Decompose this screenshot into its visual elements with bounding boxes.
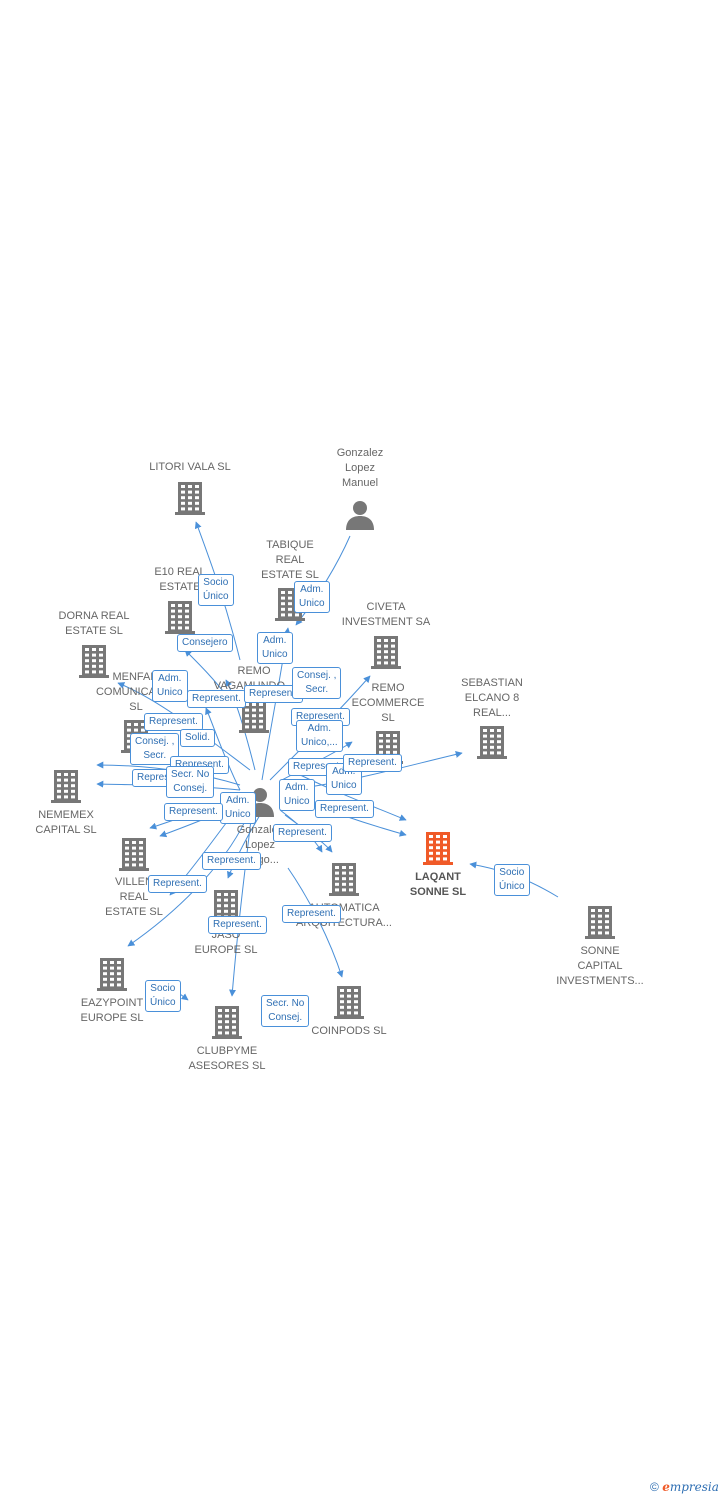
relation-badge[interactable]: Represent. [315,800,374,818]
node-label: VILLEN REAL ESTATE SL [105,876,163,918]
relation-badge[interactable]: Adm. Unico [279,779,315,811]
relation-badge[interactable]: Represent. [282,905,341,923]
relation-badge[interactable]: Socio Único [198,574,234,606]
node-label: SEBASTIAN ELCANO 8 REAL... [461,677,523,719]
relation-badge[interactable]: Socio Único [145,980,181,1012]
building-icon [423,832,453,865]
node-label: EAZYPOINT EUROPE SL [80,997,144,1024]
node-label: Gonzalez Lopez Manuel [336,447,384,489]
relation-badge[interactable]: Adm. Unico [152,670,188,702]
logo-text: mpresia [669,1480,719,1494]
relation-badge[interactable]: Represent. [148,875,207,893]
building-icon [51,770,81,803]
building-icon [212,1006,242,1039]
building-icon [371,636,401,669]
building-icon [175,482,205,515]
edge [205,707,241,791]
relation-badge[interactable]: Represent. [208,916,267,934]
building-icon [477,726,507,759]
edge [289,769,407,821]
copyright-symbol: © [650,1480,659,1494]
node-label: TABIQUE REAL ESTATE SL [261,539,319,581]
relation-badge[interactable]: Consej. , Secr. [292,667,342,699]
node-label: DORNA REAL ESTATE SL [58,610,130,637]
relation-badge[interactable]: Adm. Unico [220,792,256,824]
building-icon [79,645,109,678]
relation-badge[interactable]: Represent. [202,852,261,870]
building-icon [97,958,127,991]
edge [227,814,261,879]
edge [225,679,256,771]
node-label: COINPODS SL [311,1025,387,1037]
relation-badge[interactable]: Represent. [343,754,402,772]
node-label: NEMEMEX CAPITAL SL [35,809,97,836]
building-icon [239,700,269,733]
relation-badge[interactable]: Secr. No Consej. [261,995,310,1027]
node-label: CIVETA INVESTMENT SA [341,601,431,628]
building-icon [585,906,615,939]
relation-badge[interactable]: Represent. [164,803,223,821]
relation-badge[interactable]: Represent. [187,690,246,708]
relation-badge[interactable]: Represent. [273,824,332,842]
relation-badge[interactable]: Represent. [144,713,203,731]
building-icon [165,601,195,634]
node-label: LAQANT SONNE SL [409,871,467,898]
relation-badge[interactable]: Adm. Unico [257,632,293,664]
building-icon [334,986,364,1019]
person-icon [346,501,374,530]
edge [179,993,189,1001]
relation-badge[interactable]: Solid. [180,729,216,747]
node-label: REMO ECOMMERCE SL [351,682,425,724]
node-label: LITORI VALA SL [149,461,231,473]
relation-badge[interactable]: Adm. Unico [294,581,330,613]
building-icon [119,838,149,871]
relation-badge[interactable]: Socio Único [494,864,530,896]
relation-badge[interactable]: Consejero [177,634,233,652]
building-icon [329,863,359,896]
relation-badge[interactable]: Secr. No Consej. [166,766,215,798]
node-label: CLUBPYME ASESORES SL [188,1045,266,1072]
node-label: SONNE CAPITAL INVESTMENTS... [556,945,644,987]
empresia-logo[interactable]: © empresia [650,1480,719,1494]
logo-e: e [662,1480,670,1494]
relation-badge[interactable]: Adm. Unico,... [296,720,343,752]
edge [229,809,253,997]
